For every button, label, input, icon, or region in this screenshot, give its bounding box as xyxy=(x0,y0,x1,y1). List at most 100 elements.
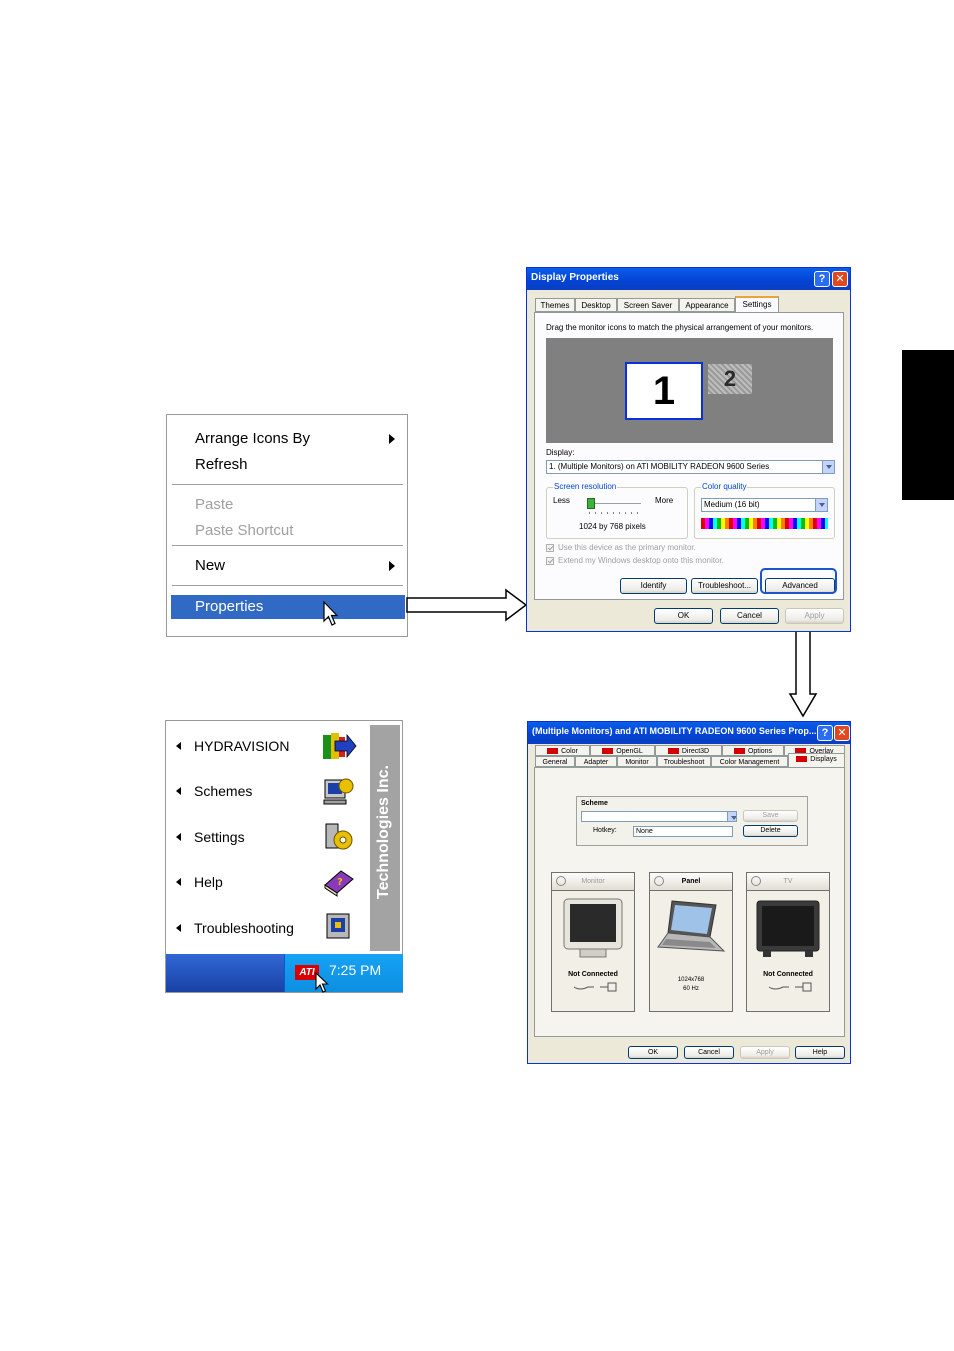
advanced-highlight-outline xyxy=(760,568,837,594)
menu-item-properties[interactable]: Properties xyxy=(195,598,264,615)
menu-item-new[interactable]: New xyxy=(195,557,226,574)
scheme-group: Scheme Save Hotkey: None Delete xyxy=(576,796,808,846)
submenu-arrow-icon xyxy=(176,924,181,932)
scheme-select[interactable] xyxy=(581,811,737,822)
power-icon xyxy=(654,876,664,886)
hotkey-value: None xyxy=(636,828,653,835)
delete-button[interactable]: Delete xyxy=(743,825,798,837)
color-quality-label: Color quality xyxy=(701,482,748,491)
panel-card-header[interactable]: Panel xyxy=(650,873,732,891)
help-book-icon: ? xyxy=(324,870,354,897)
close-button[interactable]: ✕ xyxy=(834,725,850,741)
tab-opengl[interactable]: OpenGL xyxy=(590,745,655,756)
cancel-button[interactable]: Cancel xyxy=(720,608,779,624)
power-icon xyxy=(556,876,566,886)
primary-monitor-checkbox[interactable] xyxy=(546,544,554,552)
taskbar: ATI 7:25 PM xyxy=(166,954,403,993)
tab-adapter[interactable]: Adapter xyxy=(575,756,617,767)
apply-button: Apply xyxy=(740,1046,790,1059)
tab-label: Color xyxy=(561,748,578,755)
monitor-device-card[interactable]: Monitor Not Connected xyxy=(551,872,635,1012)
tab-label: Displays xyxy=(810,756,837,763)
menu-item-settings[interactable]: Settings xyxy=(194,829,245,845)
tab-themes[interactable]: Themes xyxy=(535,298,575,312)
power-icon xyxy=(751,876,761,886)
monitor-arrangement-area: 1 2 xyxy=(546,338,833,443)
ati-tray-icon[interactable]: ATI xyxy=(295,965,319,980)
tab-general[interactable]: General xyxy=(535,756,575,767)
system-tray: ATI 7:25 PM xyxy=(284,954,403,993)
dropdown-arrow-icon xyxy=(727,812,736,821)
extend-desktop-checkbox[interactable] xyxy=(546,557,554,565)
help-button[interactable]: ? xyxy=(814,271,830,287)
panel-resolution: 1024x768 xyxy=(677,977,705,983)
hotkey-input[interactable]: None xyxy=(633,826,733,837)
tab-appearance[interactable]: Appearance xyxy=(679,298,735,312)
hydravision-icon xyxy=(323,733,357,759)
displays-panel: Scheme Save Hotkey: None Delete Monitor … xyxy=(534,767,845,1037)
tab-displays[interactable]: Displays xyxy=(788,753,845,767)
slider-track xyxy=(589,503,641,504)
tab-monitor[interactable]: Monitor xyxy=(617,756,657,767)
hotkey-label: Hotkey: xyxy=(593,827,617,834)
tv-device-card[interactable]: TV Not Connected xyxy=(746,872,830,1012)
instruction-text: Drag the monitor icons to match the phys… xyxy=(546,323,814,332)
monitor-2-icon[interactable]: 2 xyxy=(708,364,752,394)
ati-logo-icon xyxy=(602,748,614,755)
slider-ticks xyxy=(589,512,641,514)
tab-options[interactable]: Options xyxy=(722,745,784,756)
menu-item-hydravision[interactable]: HYDRAVISION xyxy=(194,738,290,754)
cable-disconnected-icon xyxy=(573,982,617,992)
title-bar: (Multiple Monitors) and ATI MOBILITY RAD… xyxy=(528,722,850,744)
tab-settings[interactable]: Settings xyxy=(735,296,779,313)
device-name: Monitor xyxy=(581,878,605,885)
color-quality-select[interactable]: Medium (16 bit) xyxy=(701,498,828,512)
submenu-arrow-icon xyxy=(176,878,181,886)
identify-button[interactable]: Identify xyxy=(620,578,687,594)
tab-troubleshoot[interactable]: Troubleshoot xyxy=(657,756,711,767)
close-button[interactable]: ✕ xyxy=(832,271,848,287)
tab-desktop[interactable]: Desktop xyxy=(575,298,617,312)
tab-direct3d[interactable]: Direct3D xyxy=(655,745,722,756)
ok-button[interactable]: OK xyxy=(628,1046,678,1059)
display-select[interactable]: 1. (Multiple Monitors) on ATI MOBILITY R… xyxy=(546,460,835,474)
extend-desktop-label: Extend my Windows desktop onto this moni… xyxy=(558,556,724,565)
menu-item-help[interactable]: Help xyxy=(194,874,223,890)
ati-logo-icon xyxy=(667,748,679,755)
tab-screen-saver[interactable]: Screen Saver xyxy=(617,298,679,312)
tab-color-management[interactable]: Color Management xyxy=(711,756,788,767)
ati-properties-window: (Multiple Monitors) and ATI MOBILITY RAD… xyxy=(527,721,851,1064)
ati-logo-icon xyxy=(547,748,559,755)
tab-label: OpenGL xyxy=(616,748,643,755)
submenu-arrow-icon xyxy=(389,561,395,571)
resolution-slider-thumb[interactable] xyxy=(587,498,595,509)
help-button[interactable]: ? xyxy=(817,725,833,741)
ati-logo-icon xyxy=(795,748,807,755)
ok-button[interactable]: OK xyxy=(654,608,713,624)
menu-separator xyxy=(172,484,403,486)
help-dialog-button[interactable]: Help xyxy=(795,1046,845,1059)
tab-color[interactable]: Color xyxy=(535,745,590,756)
monitor-1-icon[interactable]: 1 xyxy=(625,362,703,420)
panel-device-card[interactable]: Panel 1024x768 60 Hz xyxy=(649,872,733,1012)
menu-item-schemes[interactable]: Schemes xyxy=(194,783,253,799)
more-label: More xyxy=(655,496,674,505)
menu-item-troubleshooting[interactable]: Troubleshooting xyxy=(194,920,294,936)
color-quality-value: Medium (16 bit) xyxy=(704,500,760,509)
menu-item-refresh[interactable]: Refresh xyxy=(195,456,248,473)
device-name: TV xyxy=(783,878,793,885)
save-button: Save xyxy=(743,810,798,822)
ati-brand-text: Technologies Inc. xyxy=(375,765,392,899)
svg-text:?: ? xyxy=(337,877,343,888)
title-bar: Display Properties ? ✕ xyxy=(527,268,850,290)
screen-resolution-label: Screen resolution xyxy=(553,482,618,491)
troubleshoot-button[interactable]: Troubleshoot... xyxy=(691,578,758,594)
tv-icon xyxy=(756,900,820,957)
submenu-arrow-icon xyxy=(176,833,181,841)
primary-monitor-label: Use this device as the primary monitor. xyxy=(558,543,696,552)
cancel-button[interactable]: Cancel xyxy=(684,1046,734,1059)
monitor-card-header[interactable]: Monitor xyxy=(552,873,634,891)
scheme-label: Scheme xyxy=(581,800,608,807)
tv-card-header[interactable]: TV xyxy=(747,873,829,891)
menu-item-arrange-icons-by[interactable]: Arrange Icons By xyxy=(195,430,311,447)
